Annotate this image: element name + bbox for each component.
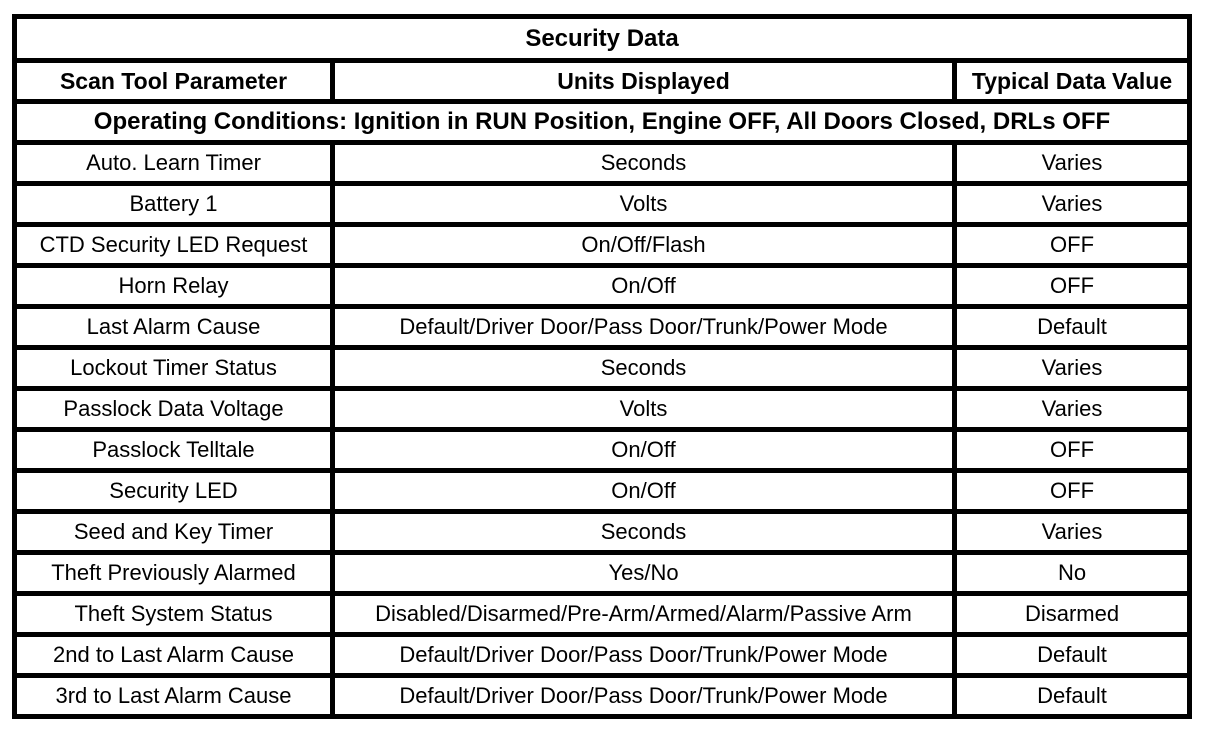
value-cell: OFF (951, 263, 1193, 309)
operating-conditions-text: Operating Conditions: Ignition in RUN Po… (11, 99, 1193, 145)
units-cell: Disabled/Disarmed/Pre-Arm/Armed/Alarm/Pa… (330, 591, 957, 637)
units-cell: Yes/No (330, 550, 957, 596)
units-cell: On/Off (330, 468, 957, 514)
units-cell: On/Off/Flash (330, 222, 957, 268)
parameter-cell: Seed and Key Timer (12, 509, 335, 555)
value-cell: No (951, 550, 1193, 596)
parameter-cell: 2nd to Last Alarm Cause (12, 632, 335, 678)
column-header-value: Typical Data Value (951, 58, 1193, 104)
column-header-parameter: Scan Tool Parameter (12, 58, 335, 104)
parameter-cell: Battery 1 (12, 181, 335, 227)
value-cell: OFF (951, 427, 1193, 473)
parameter-cell: Passlock Data Voltage (12, 386, 335, 432)
table-title: Security Data (11, 14, 1193, 63)
value-cell: OFF (951, 468, 1193, 514)
parameter-cell: Theft Previously Alarmed (12, 550, 335, 596)
value-cell: Varies (951, 140, 1193, 186)
table-title-row: Security Data (11, 14, 1193, 63)
parameter-cell: Passlock Telltale (12, 427, 335, 473)
units-cell: Seconds (330, 345, 957, 391)
parameter-cell: Security LED (12, 468, 335, 514)
units-cell: Seconds (330, 140, 957, 186)
parameter-cell: Lockout Timer Status (12, 345, 335, 391)
column-header-units: Units Displayed (330, 58, 957, 104)
operating-conditions-row: Operating Conditions: Ignition in RUN Po… (11, 99, 1193, 145)
column-header-row: Scan Tool Parameter Units Displayed Typi… (12, 58, 1193, 104)
units-cell: Volts (330, 181, 957, 227)
parameter-cell: Theft System Status (12, 591, 335, 637)
value-cell: Disarmed (951, 591, 1193, 637)
units-cell: Seconds (330, 509, 957, 555)
units-cell: Default/Driver Door/Pass Door/Trunk/Powe… (330, 673, 957, 719)
units-cell: Volts (330, 386, 957, 432)
value-cell: Varies (951, 345, 1193, 391)
parameter-cell: Auto. Learn Timer (12, 140, 335, 186)
parameter-cell: Last Alarm Cause (12, 304, 335, 350)
value-cell: Default (951, 632, 1193, 678)
parameter-cell: CTD Security LED Request (12, 222, 335, 268)
value-cell: Default (951, 673, 1193, 719)
units-cell: Default/Driver Door/Pass Door/Trunk/Powe… (330, 304, 957, 350)
units-cell: Default/Driver Door/Pass Door/Trunk/Powe… (330, 632, 957, 678)
parameter-cell: 3rd to Last Alarm Cause (12, 673, 335, 719)
units-cell: On/Off (330, 263, 957, 309)
value-cell: Varies (951, 181, 1193, 227)
parameter-cell: Horn Relay (12, 263, 335, 309)
security-data-table: Security Data Scan Tool Parameter Units … (11, 14, 1193, 719)
units-cell: On/Off (330, 427, 957, 473)
value-cell: Varies (951, 386, 1193, 432)
value-cell: Default (951, 304, 1193, 350)
value-cell: Varies (951, 509, 1193, 555)
value-cell: OFF (951, 222, 1193, 268)
